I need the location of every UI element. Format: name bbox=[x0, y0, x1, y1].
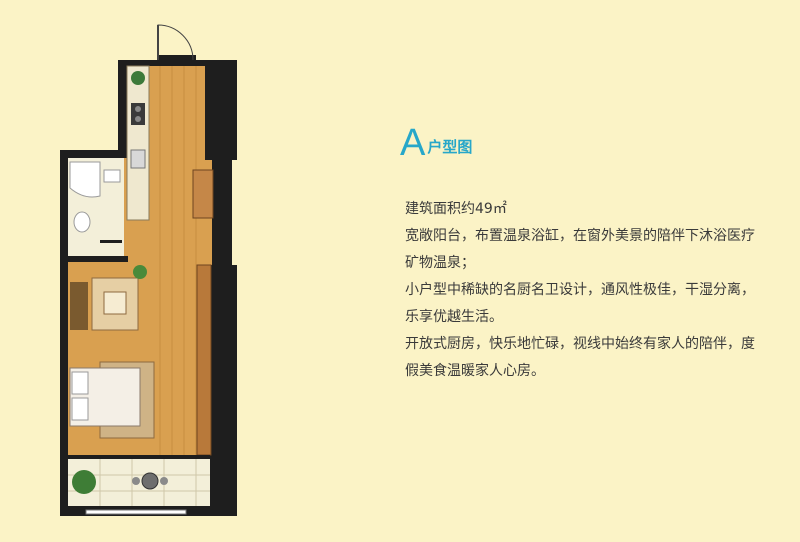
window bbox=[85, 509, 187, 515]
basin-icon bbox=[103, 169, 121, 183]
bathtub-icon bbox=[69, 161, 101, 198]
burner-icon bbox=[135, 116, 141, 122]
entrance-door-icon bbox=[157, 24, 194, 61]
interior-wall bbox=[68, 256, 128, 262]
pillow-icon bbox=[71, 397, 89, 421]
plan-heading: A 户型图 bbox=[400, 124, 472, 162]
sofa-icon bbox=[70, 282, 88, 330]
cabinet bbox=[192, 169, 214, 219]
description: 建筑面积约49㎡ 宽敞阳台，布置温泉浴缸，在窗外美景的陪伴下沐浴医疗 矿物温泉；… bbox=[405, 196, 795, 385]
floor-planks bbox=[159, 66, 197, 506]
stove-icon bbox=[131, 103, 145, 125]
heading-text: 户型图 bbox=[427, 138, 473, 156]
toilet-icon bbox=[73, 211, 91, 233]
burner-icon bbox=[135, 106, 141, 112]
description-line: 乐享优越生活。 bbox=[405, 309, 503, 325]
description-line: 矿物温泉； bbox=[405, 255, 475, 271]
chair-icon bbox=[160, 477, 168, 485]
description-line: 假美食温暖家人心房。 bbox=[405, 363, 545, 379]
description-line: 宽敞阳台，布置温泉浴缸，在窗外美景的陪伴下沐浴医疗 bbox=[405, 228, 755, 244]
description-line: 开放式厨房，快乐地忙碌，视线中始终有家人的陪伴，度 bbox=[405, 336, 755, 352]
description-line: 小户型中稀缺的名厨名卫设计，通风性极佳，干湿分离， bbox=[405, 282, 755, 298]
table-icon bbox=[141, 472, 159, 490]
plant-icon bbox=[131, 71, 145, 85]
chair-icon bbox=[132, 477, 140, 485]
floor-plan bbox=[60, 24, 237, 516]
sink-icon bbox=[130, 149, 146, 169]
description-line: 建筑面积约49㎡ bbox=[405, 201, 507, 217]
wardrobe bbox=[196, 264, 212, 456]
bath-door bbox=[100, 240, 122, 243]
interior-wall bbox=[68, 455, 210, 459]
kitchen-counter bbox=[126, 65, 150, 221]
coffee-table bbox=[103, 291, 127, 315]
pillow-icon bbox=[71, 371, 89, 395]
unit-letter: A bbox=[400, 122, 426, 164]
plant-icon bbox=[133, 265, 147, 279]
plant-icon bbox=[72, 470, 96, 494]
